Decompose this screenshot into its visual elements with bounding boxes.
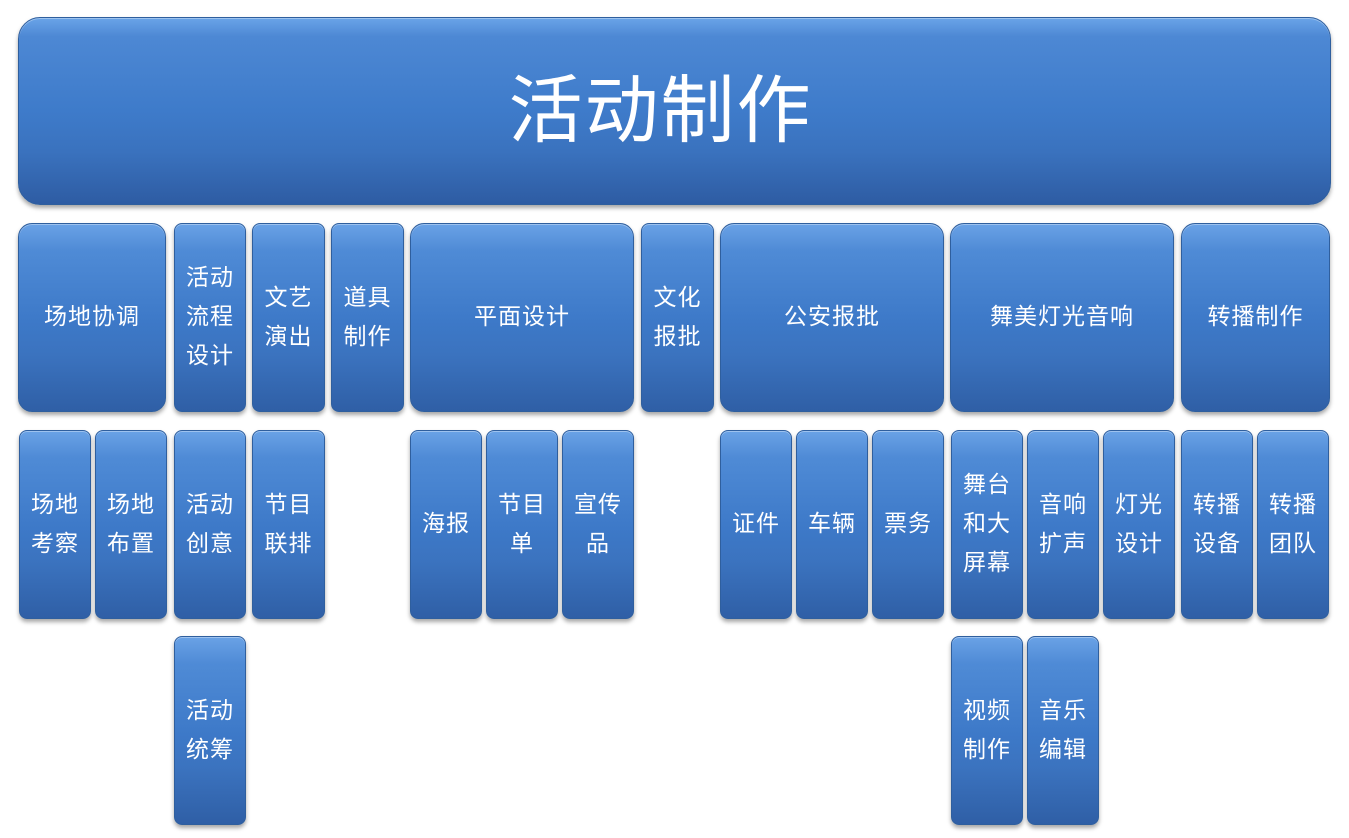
category-label: 平面设计 [474,304,570,330]
task-program-rehearse[interactable]: 节目 联排 [252,430,325,619]
task-label: 场地 布置 [107,491,155,557]
root-label: 活动制作 [508,68,813,154]
task-sound-amp[interactable]: 音响 扩声 [1027,430,1099,619]
task-label: 活动 统筹 [186,697,234,763]
task-poster[interactable]: 海报 [410,430,482,619]
task-light-design[interactable]: 灯光 设计 [1103,430,1175,619]
task-vehicles[interactable]: 车辆 [796,430,868,619]
category-police[interactable]: 公安报批 [720,223,944,412]
category-label: 文化 报批 [653,284,702,350]
task-label: 票务 [884,511,932,537]
task-ticketing[interactable]: 票务 [872,430,944,619]
task-venue-survey[interactable]: 场地 考察 [19,430,91,619]
task-label: 转播 团队 [1269,491,1317,557]
task-label: 宣传 品 [574,491,622,557]
task-label: 舞台 和大 屏幕 [963,472,1011,576]
category-props[interactable]: 道具 制作 [331,223,404,412]
task-credentials[interactable]: 证件 [720,430,792,619]
task-broadcast-equip[interactable]: 转播 设备 [1181,430,1253,619]
task-label: 节目 联排 [264,491,313,557]
task-label: 灯光 设计 [1115,491,1163,557]
task-video-production[interactable]: 视频 制作 [951,636,1023,825]
category-label: 活动 流程 设计 [186,265,234,369]
task-program-sheet[interactable]: 节目 单 [486,430,558,619]
category-label: 公安报批 [784,304,880,330]
category-label: 道具 制作 [343,284,392,350]
category-label: 舞美灯光音响 [990,304,1134,330]
category-label: 转播制作 [1207,304,1304,330]
task-label: 活动 创意 [186,491,234,557]
task-label: 场地 考察 [31,491,79,557]
category-stage[interactable]: 舞美灯光音响 [950,223,1174,412]
task-label: 节目 单 [498,491,546,557]
task-broadcast-team[interactable]: 转播 团队 [1257,430,1329,619]
task-label: 证件 [732,511,780,537]
category-broadcast[interactable]: 转播制作 [1181,223,1330,412]
category-venue[interactable]: 场地协调 [18,223,166,412]
category-label: 场地协调 [44,304,140,330]
category-label: 文艺 演出 [264,284,313,350]
root-node[interactable]: 活动制作 [18,17,1331,205]
task-venue-layout[interactable]: 场地 布置 [95,430,167,619]
task-label: 海报 [422,511,470,537]
task-promo-items[interactable]: 宣传 品 [562,430,634,619]
category-graphic[interactable]: 平面设计 [410,223,634,412]
task-event-plan[interactable]: 活动 统筹 [174,636,246,825]
category-flow[interactable]: 活动 流程 设计 [174,223,246,412]
task-stage-screen[interactable]: 舞台 和大 屏幕 [951,430,1023,619]
category-perform[interactable]: 文艺 演出 [252,223,325,412]
task-label: 视频 制作 [963,697,1011,763]
task-music-edit[interactable]: 音乐 编辑 [1027,636,1099,825]
task-label: 音乐 编辑 [1039,697,1087,763]
task-event-idea[interactable]: 活动 创意 [174,430,246,619]
task-label: 转播 设备 [1193,491,1241,557]
task-label: 车辆 [808,511,856,537]
task-label: 音响 扩声 [1039,491,1087,557]
category-culture[interactable]: 文化 报批 [641,223,714,412]
